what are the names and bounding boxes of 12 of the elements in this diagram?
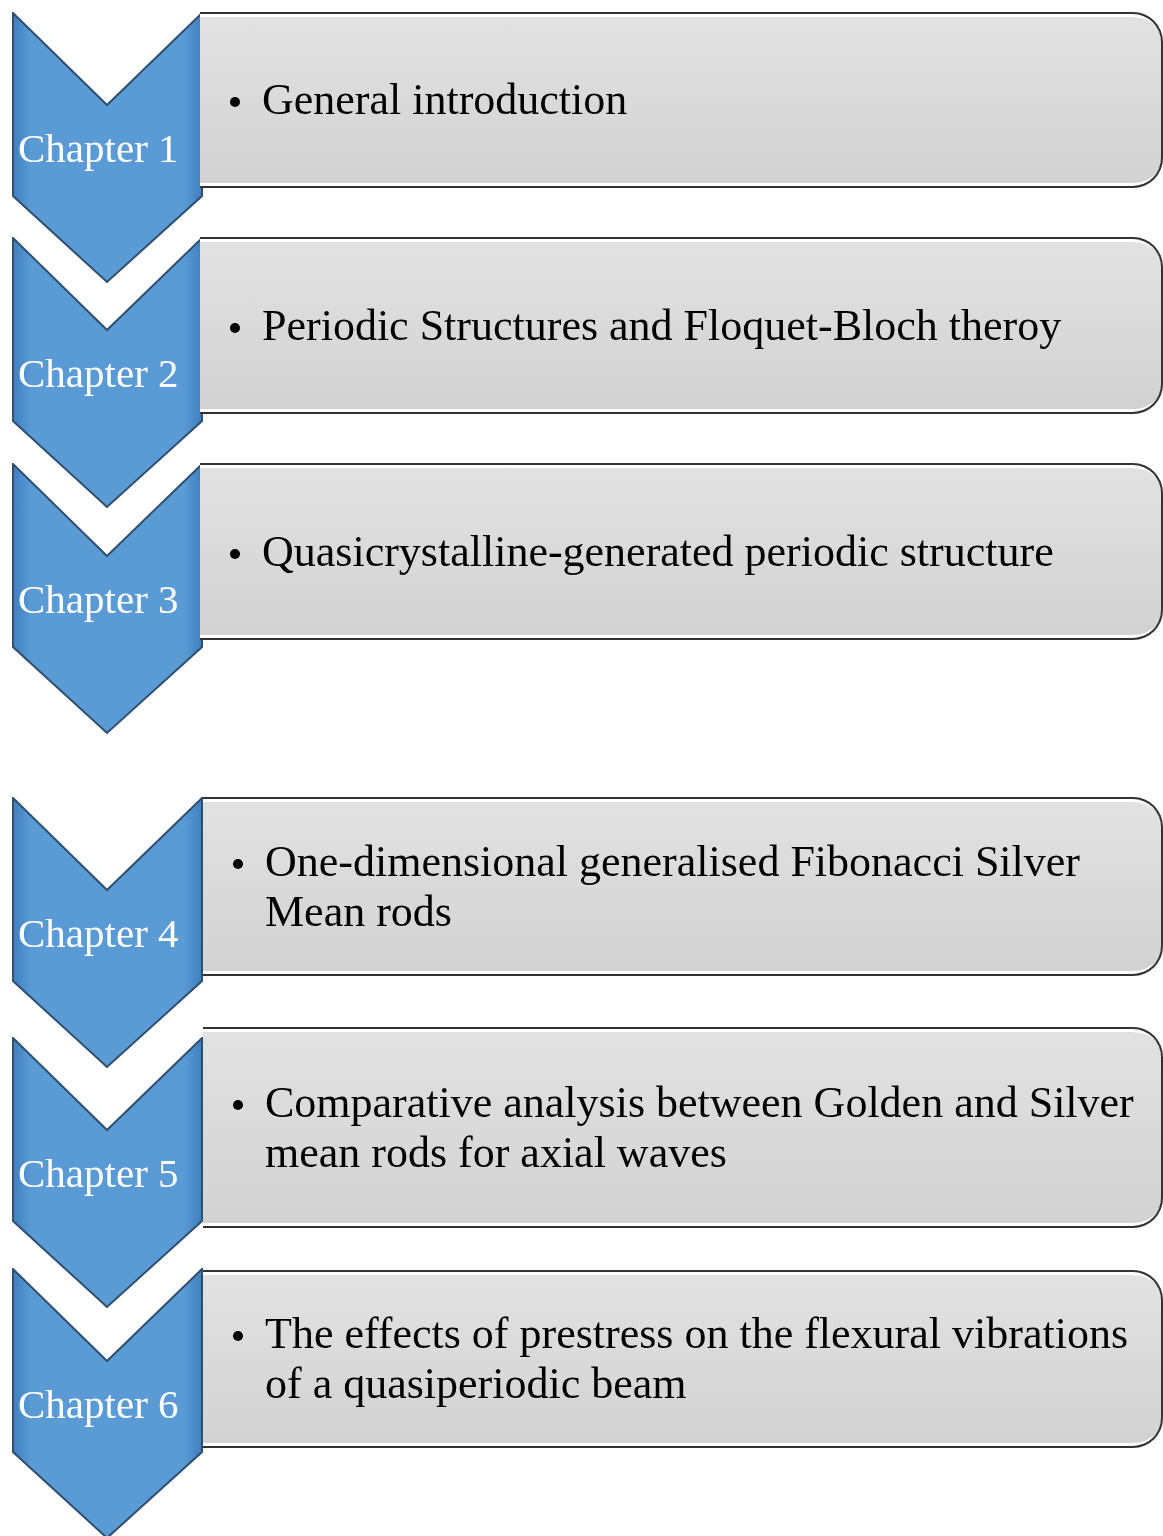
chapter-topic: Periodic Structures and Floquet-Bloch theroy	[262, 300, 1063, 351]
chapter-label: Chapter 6	[18, 1380, 179, 1428]
chapter-label: Chapter 4	[18, 909, 179, 957]
chapter-label: Chapter 2	[18, 349, 179, 397]
chapter-topic: One-dimensional generalised Fibonacci Silver Mean rods	[265, 836, 1081, 937]
chapter-label: Chapter 3	[18, 575, 179, 623]
chapter-topic: Quasicrystalline-generated periodic structure	[262, 526, 1055, 577]
chapter-topic: Comparative analysis between Golden and Silver mean rods for axial waves	[265, 1077, 1135, 1178]
chapter-label: Chapter 5	[18, 1149, 179, 1197]
chapter-label: Chapter 1	[18, 124, 179, 172]
chapter-topic: The effects of prestress on the flexural vibrations of a quasiperiodic beam	[265, 1309, 1129, 1409]
chapter-topic: General introduction	[262, 75, 629, 125]
